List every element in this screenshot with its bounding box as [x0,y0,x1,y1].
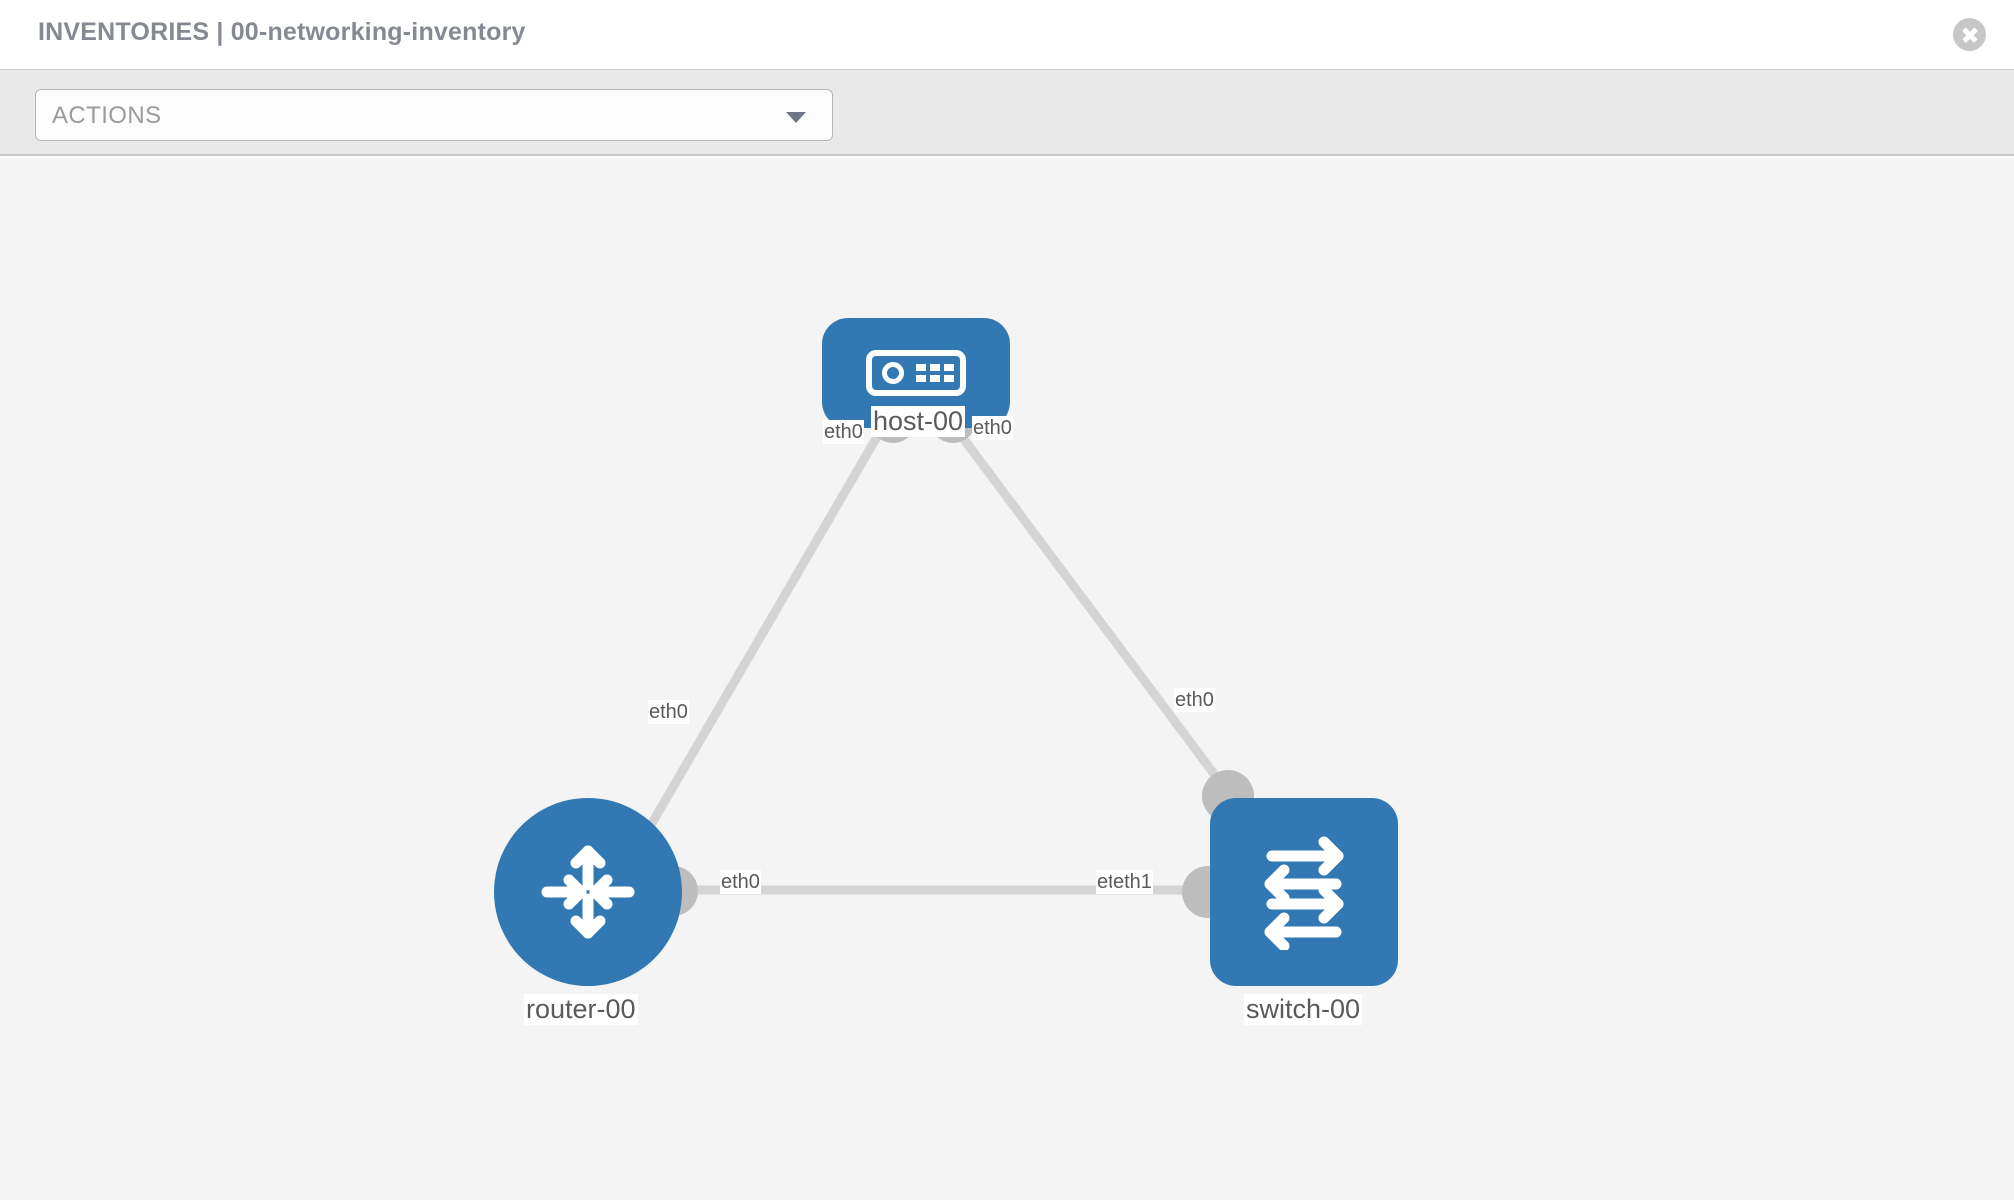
edge-label-switch-up: eth0 [1174,688,1215,712]
edge-label-router-up: eth0 [648,700,689,724]
server-icon [866,350,966,396]
node-label-router-00: router-00 [524,994,638,1026]
topology-edges [616,415,1236,895]
actions-dropdown-label: ACTIONS [52,102,162,129]
page-header: INVENTORIES | 00-networking-inventory [0,0,2014,69]
edge-label-host-left: eth0 [823,420,864,444]
node-label-switch-00: switch-00 [1244,994,1363,1026]
router-node-shape[interactable] [494,798,682,986]
chevron-down-icon [786,112,806,123]
actions-dropdown[interactable]: ACTIONS [35,89,833,141]
edge-label-router-right: eth0 [720,870,761,894]
edge-label-switch-left: eth1 [1112,870,1153,894]
topology-canvas[interactable]: host-00 eth0 eth0 [0,158,2014,1200]
edge-host-router [616,415,892,881]
switch-node-shape[interactable] [1210,798,1398,986]
router-icon [541,845,635,939]
toolbar: ACTIONS SEARCH [0,69,2014,210]
switch-icon [1264,836,1344,950]
page-title: INVENTORIES | 00-networking-inventory [38,18,526,46]
edge-label-host-right: eth0 [972,416,1013,440]
node-label-host-00: host-00 [871,406,966,438]
edge-host-switch [944,415,1236,801]
close-icon[interactable] [1953,18,1986,51]
